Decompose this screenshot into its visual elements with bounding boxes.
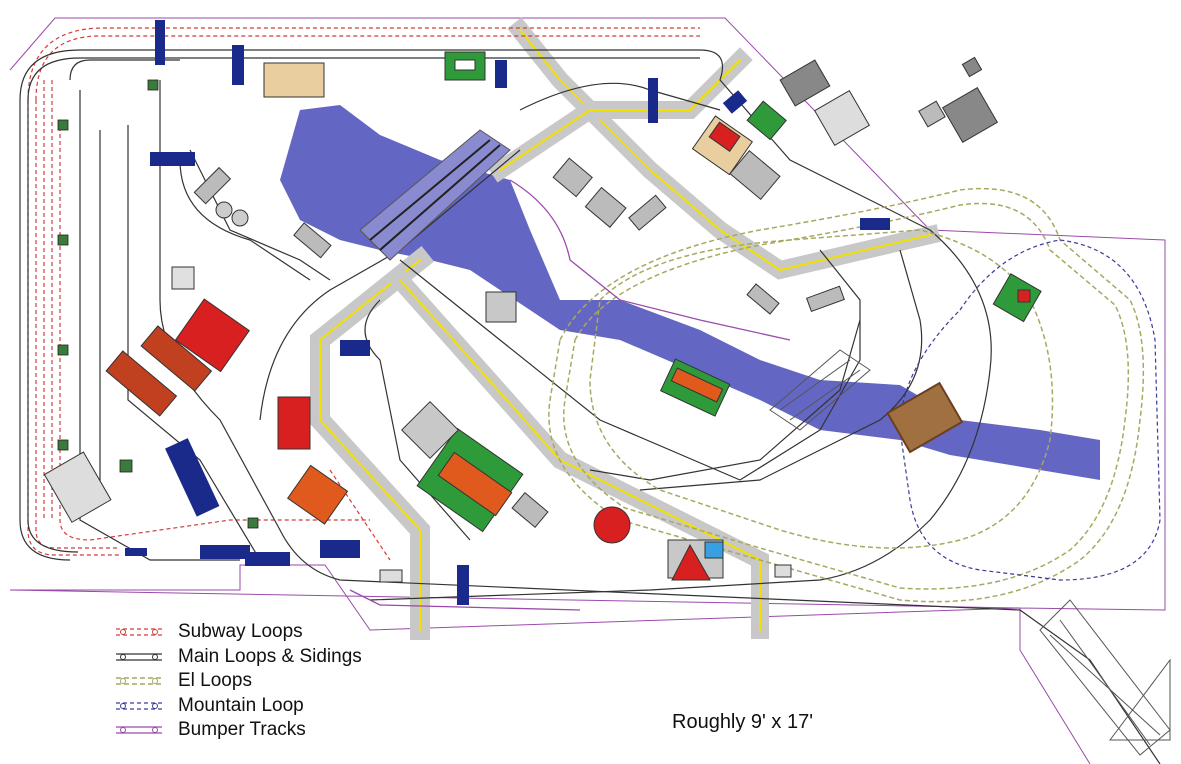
legend-swatch-subway [116,628,162,636]
bumper-tracks [349,179,791,611]
subway-loops [27,27,700,561]
legend-swatch-el [116,677,162,685]
buildings [43,51,1042,583]
bridges [359,129,1171,756]
legend-item-el: El Loops [116,669,362,694]
legend-label: El Loops [178,670,252,692]
legend-item-main: Main Loops & Sidings [116,645,362,670]
legend: Subway Loops Main Loops & Sidings El Loo… [116,620,362,743]
roads [310,17,941,640]
main-loops [19,49,1161,764]
legend-label: Main Loops & Sidings [178,645,362,667]
tunnel-portal [886,381,964,454]
signal-huts [57,79,259,529]
legend-swatch-bumper [116,726,162,734]
legend-item-subway: Subway Loops [116,620,362,645]
legend-swatch-mountain [116,702,162,710]
platforms [125,20,890,605]
legend-label: Subway Loops [178,621,303,643]
legend-label: Mountain Loop [178,694,304,716]
layout-size-note: Roughly 9' x 17' [672,711,814,733]
legend-item-mountain: Mountain Loop [116,694,362,719]
el-loops [548,187,1145,603]
legend-swatch-main [116,653,162,661]
legend-item-bumper: Bumper Tracks [116,718,362,743]
river [280,105,1100,480]
benchwork-outline [9,17,1166,764]
legend-label: Bumper Tracks [178,719,306,741]
